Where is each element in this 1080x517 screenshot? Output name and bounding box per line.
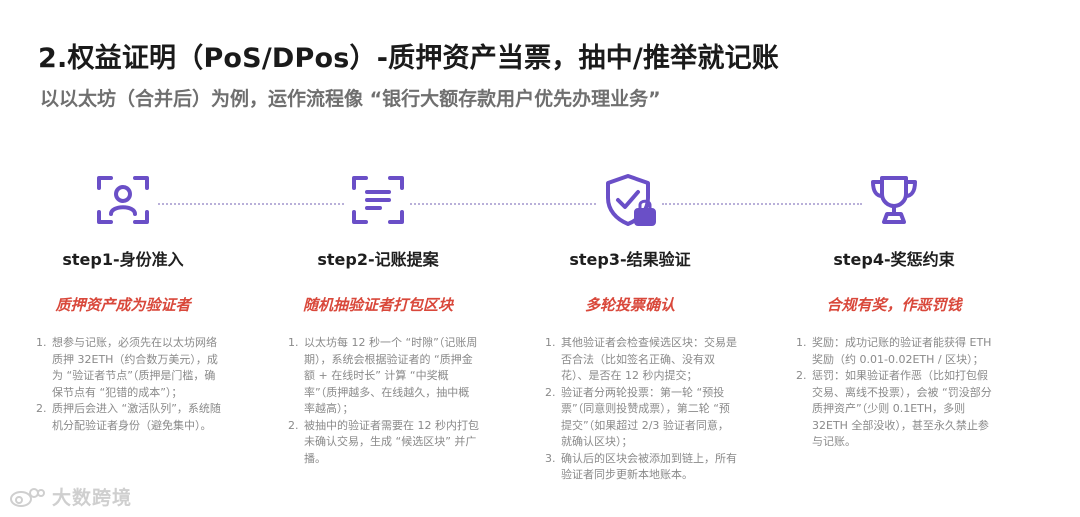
list-item: 2.质押后会进入 “激活队列”，系统随机分配验证者身份（避免集中）。 (36, 402, 221, 432)
list-item: 1.其他验证者会检查候选区块：交易是否合法（比如签名正确、没有双花）、是否在 1… (545, 336, 737, 382)
watermark-text: 大数跨境 (52, 487, 133, 509)
connector-3-4 (662, 203, 862, 205)
weibo-logo-icon (10, 487, 45, 507)
connector-2-3 (410, 203, 596, 205)
shield-lock-icon (600, 170, 660, 230)
step-card-2: step2-记账提案 随机抽验证者打包区块 1.以太坊每 12 秒一个 “时隙”… (258, 170, 498, 467)
page-subtitle: 以以太坊（合并后）为例，运作流程像 “银行大额存款用户优先办理业务” (40, 88, 661, 110)
connector-1-2 (158, 203, 344, 205)
step-subtitle: 合规有奖，作恶罚钱 (826, 296, 962, 314)
list-item: 1.想参与记账，必须先在以太坊网络质押 32ETH（约合数万美元），成为 “验证… (36, 336, 218, 399)
step-title: step1-身份准入 (62, 250, 184, 269)
list-item: 2.惩罚：如果验证者作恶（比如打包假交易、离线不投票），会被 “罚没部分质押资产… (796, 369, 992, 448)
list-item: 1.奖励：成功记账的验证者能获得 ETH 奖励（约 0.01-0.02ETH /… (796, 336, 992, 366)
step-card-1: step1-身份准入 质押资产成为验证者 1.想参与记账，必须先在以太坊网络质押… (3, 170, 243, 434)
user-scan-icon (93, 170, 153, 230)
page-title: 2.权益证明（PoS/DPos）-质押资产当票，抽中/推举就记账 (38, 43, 779, 74)
watermark: 大数跨境 (8, 483, 132, 510)
step-title: step4-奖惩约束 (833, 250, 955, 269)
step-title: step2-记账提案 (317, 250, 439, 269)
step-card-4: step4-奖惩约束 合规有奖，作恶罚钱 1.奖励：成功记账的验证者能获得 ET… (774, 170, 1014, 451)
step-list: 1.奖励：成功记账的验证者能获得 ETH 奖励（约 0.01-0.02ETH /… (796, 335, 992, 451)
document-scan-icon (348, 170, 408, 230)
step-list: 1.想参与记账，必须先在以太坊网络质押 32ETH（约合数万美元），成为 “验证… (36, 335, 226, 434)
step-subtitle: 多轮投票确认 (584, 296, 675, 314)
list-item: 2.被抽中的验证者需要在 12 秒内打包未确认交易，生成 “候选区块” 并广播。 (288, 418, 479, 465)
list-item: 2.验证者分两轮投票：第一轮 “预投票”（同意则投赞成票），第二轮 “预提交”（… (545, 385, 730, 449)
step-subtitle: 随机抽验证者打包区块 (302, 296, 453, 314)
trophy-icon (864, 170, 924, 230)
step-title: step3-结果验证 (569, 250, 691, 269)
step-card-3: step3-结果验证 多轮投票确认 1.其他验证者会检查候选区块：交易是否合法（… (510, 170, 750, 484)
step-list: 1.以太坊每 12 秒一个 “时隙”（记账周期），系统会根据验证者的 “质押金额… (288, 335, 480, 467)
list-item: 3.确认后的区块会被添加到链上，所有验证者同步更新本地账本。 (545, 451, 737, 482)
step-list: 1.其他验证者会检查候选区块：交易是否合法（比如签名正确、没有双花）、是否在 1… (545, 335, 737, 484)
step-subtitle: 质押资产成为验证者 (55, 296, 191, 314)
list-item: 1.以太坊每 12 秒一个 “时隙”（记账周期），系统会根据验证者的 “质押金额… (288, 336, 478, 415)
